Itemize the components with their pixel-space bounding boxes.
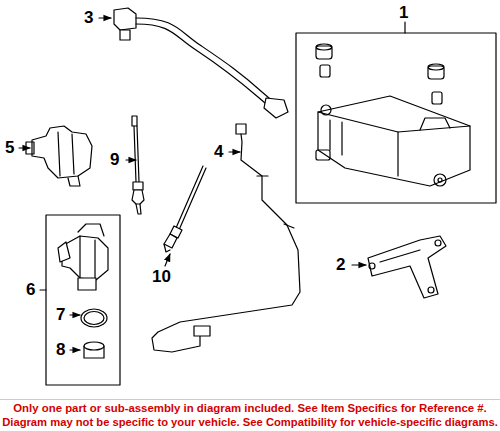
callout-number: 9 [110, 151, 119, 169]
callout-number: 3 [84, 9, 93, 27]
callout-number: 10 [152, 268, 171, 286]
callout-number: 8 [56, 341, 65, 359]
footer-note: Diagram may not be specific to your vehi… [0, 415, 500, 429]
callout-number: 5 [5, 139, 14, 157]
bracket [352, 236, 446, 298]
sensor-harness [152, 124, 300, 352]
charcoal-canister [316, 96, 470, 186]
footer-note: Only one part or sub-assembly in diagram… [0, 401, 500, 415]
temperature-sensor [164, 166, 206, 266]
purge-valve [19, 126, 92, 186]
canister-group [296, 22, 496, 203]
grommet [316, 44, 444, 104]
oxygen-sensor [126, 116, 144, 214]
vapor-hose [99, 8, 288, 118]
egr-valve-group [40, 215, 120, 385]
callout-number: 2 [336, 256, 345, 274]
callout-number: 1 [399, 4, 408, 22]
callout-number: 7 [56, 306, 65, 324]
callout-number: 4 [214, 143, 223, 161]
leader-line [40, 289, 46, 290]
callout-number: 6 [26, 281, 35, 299]
part-frame [296, 33, 496, 203]
leader-line [404, 22, 405, 33]
